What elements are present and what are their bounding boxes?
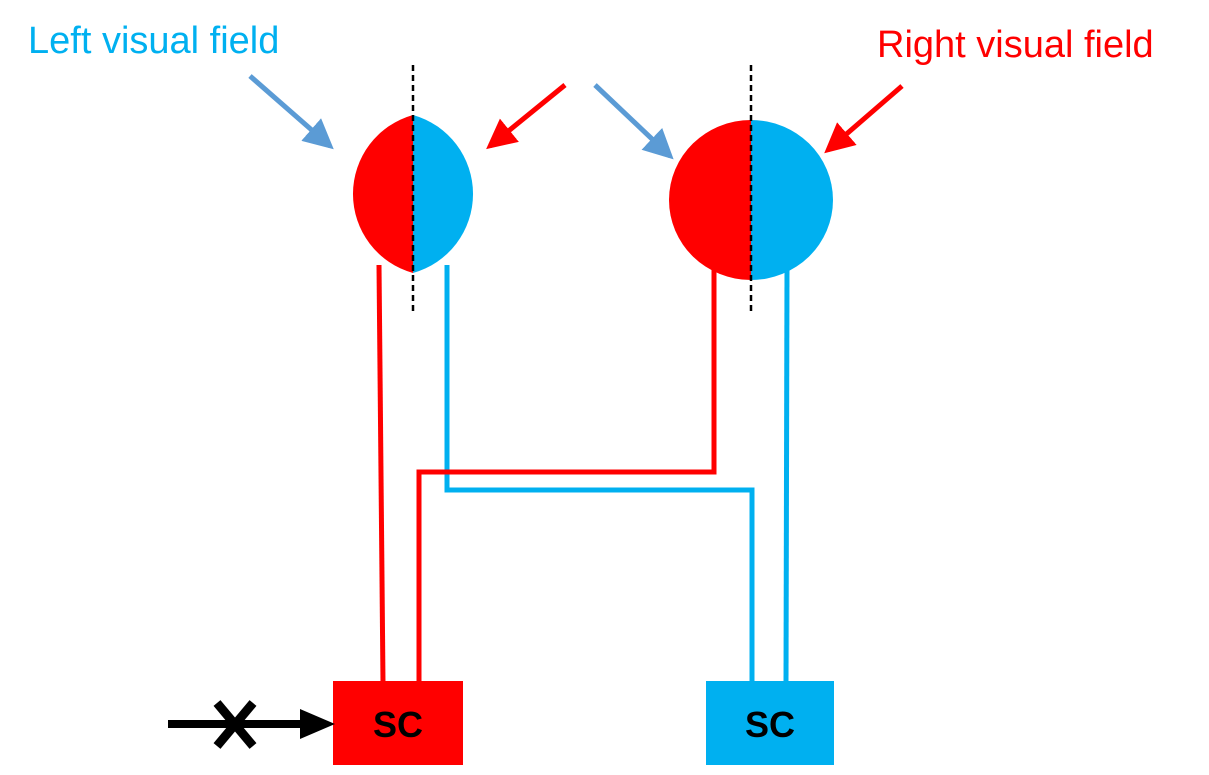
left-sc-label: SC xyxy=(373,704,423,745)
left-eye-blue-crossing-pathway xyxy=(444,265,755,683)
right-field-arrow-to-left-eye xyxy=(486,83,567,150)
blocked-input-arrow xyxy=(168,700,335,749)
left-eye-temporal-half xyxy=(413,115,474,273)
right-sc-label: SC xyxy=(745,704,795,745)
left-eye-nasal-half xyxy=(352,115,413,273)
blocked-arrow-head xyxy=(300,709,335,739)
left-eye-red-pathway xyxy=(376,264,386,684)
right-eye-red-crossing-pathway xyxy=(416,268,717,683)
right-eye xyxy=(669,65,833,312)
left-sc-box: SC xyxy=(333,681,463,765)
right-eye-blue-pathway xyxy=(783,267,790,684)
right-sc-rect xyxy=(706,681,834,765)
right-sc-box: SC xyxy=(706,681,834,765)
left-eye xyxy=(352,65,474,312)
right-eye-nasal-half xyxy=(669,120,751,280)
block-cross-icon-stroke xyxy=(213,700,257,749)
right-field-arrow-to-right-eye xyxy=(824,84,904,154)
left-visual-field-label: Left visual field xyxy=(28,20,280,62)
left-sc-rect xyxy=(333,681,463,765)
left-field-arrow-to-right-eye xyxy=(593,83,674,160)
right-visual-field-label: Right visual field xyxy=(877,24,1154,66)
right-eye-temporal-half xyxy=(751,120,833,280)
left-field-arrow-to-left-eye xyxy=(248,74,334,150)
